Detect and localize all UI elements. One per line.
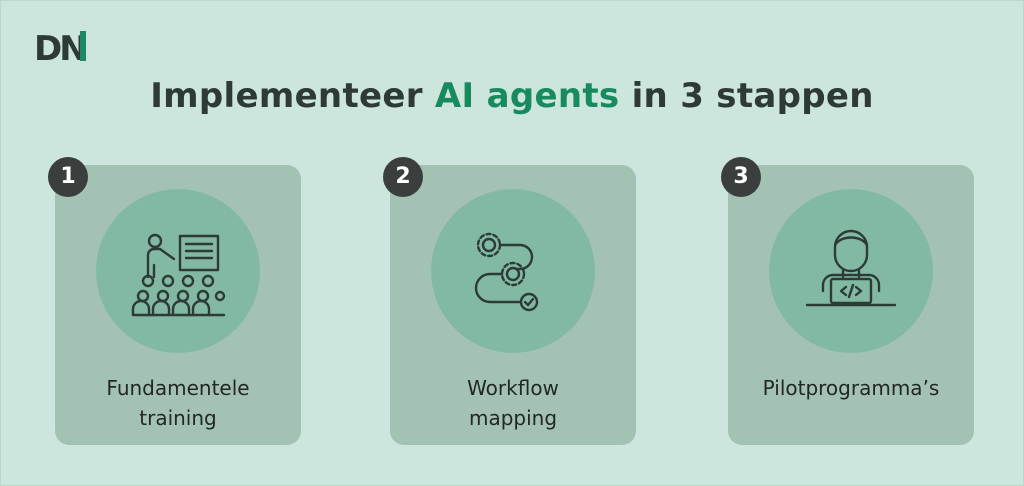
workflow-gears-icon [474,232,539,312]
step-card-1: Fundamentele training [55,165,301,445]
title-accent: AI agents [434,76,620,116]
step-label: Pilotprogramma’s [762,376,940,400]
step-number-badge-3: 3 [721,157,761,197]
developer-laptop-icon [805,229,897,307]
step-label: Workflow mapping [467,376,559,430]
step-number-badge-2: 2 [383,157,423,197]
step-icon-circle [96,189,260,353]
page-title: Implementeer AI agents in 3 stappen [150,76,874,116]
step-card-2: Workflow mapping [390,165,636,445]
step-card-3: Pilotprogramma’s [728,165,974,445]
step-label: Fundamentele training [106,376,250,430]
dn-logo: DN [34,29,88,69]
step-number-badge-1: 1 [48,157,88,197]
step-icon-circle [769,189,933,353]
presentation-icon [131,233,226,317]
step-icon-circle [431,189,595,353]
